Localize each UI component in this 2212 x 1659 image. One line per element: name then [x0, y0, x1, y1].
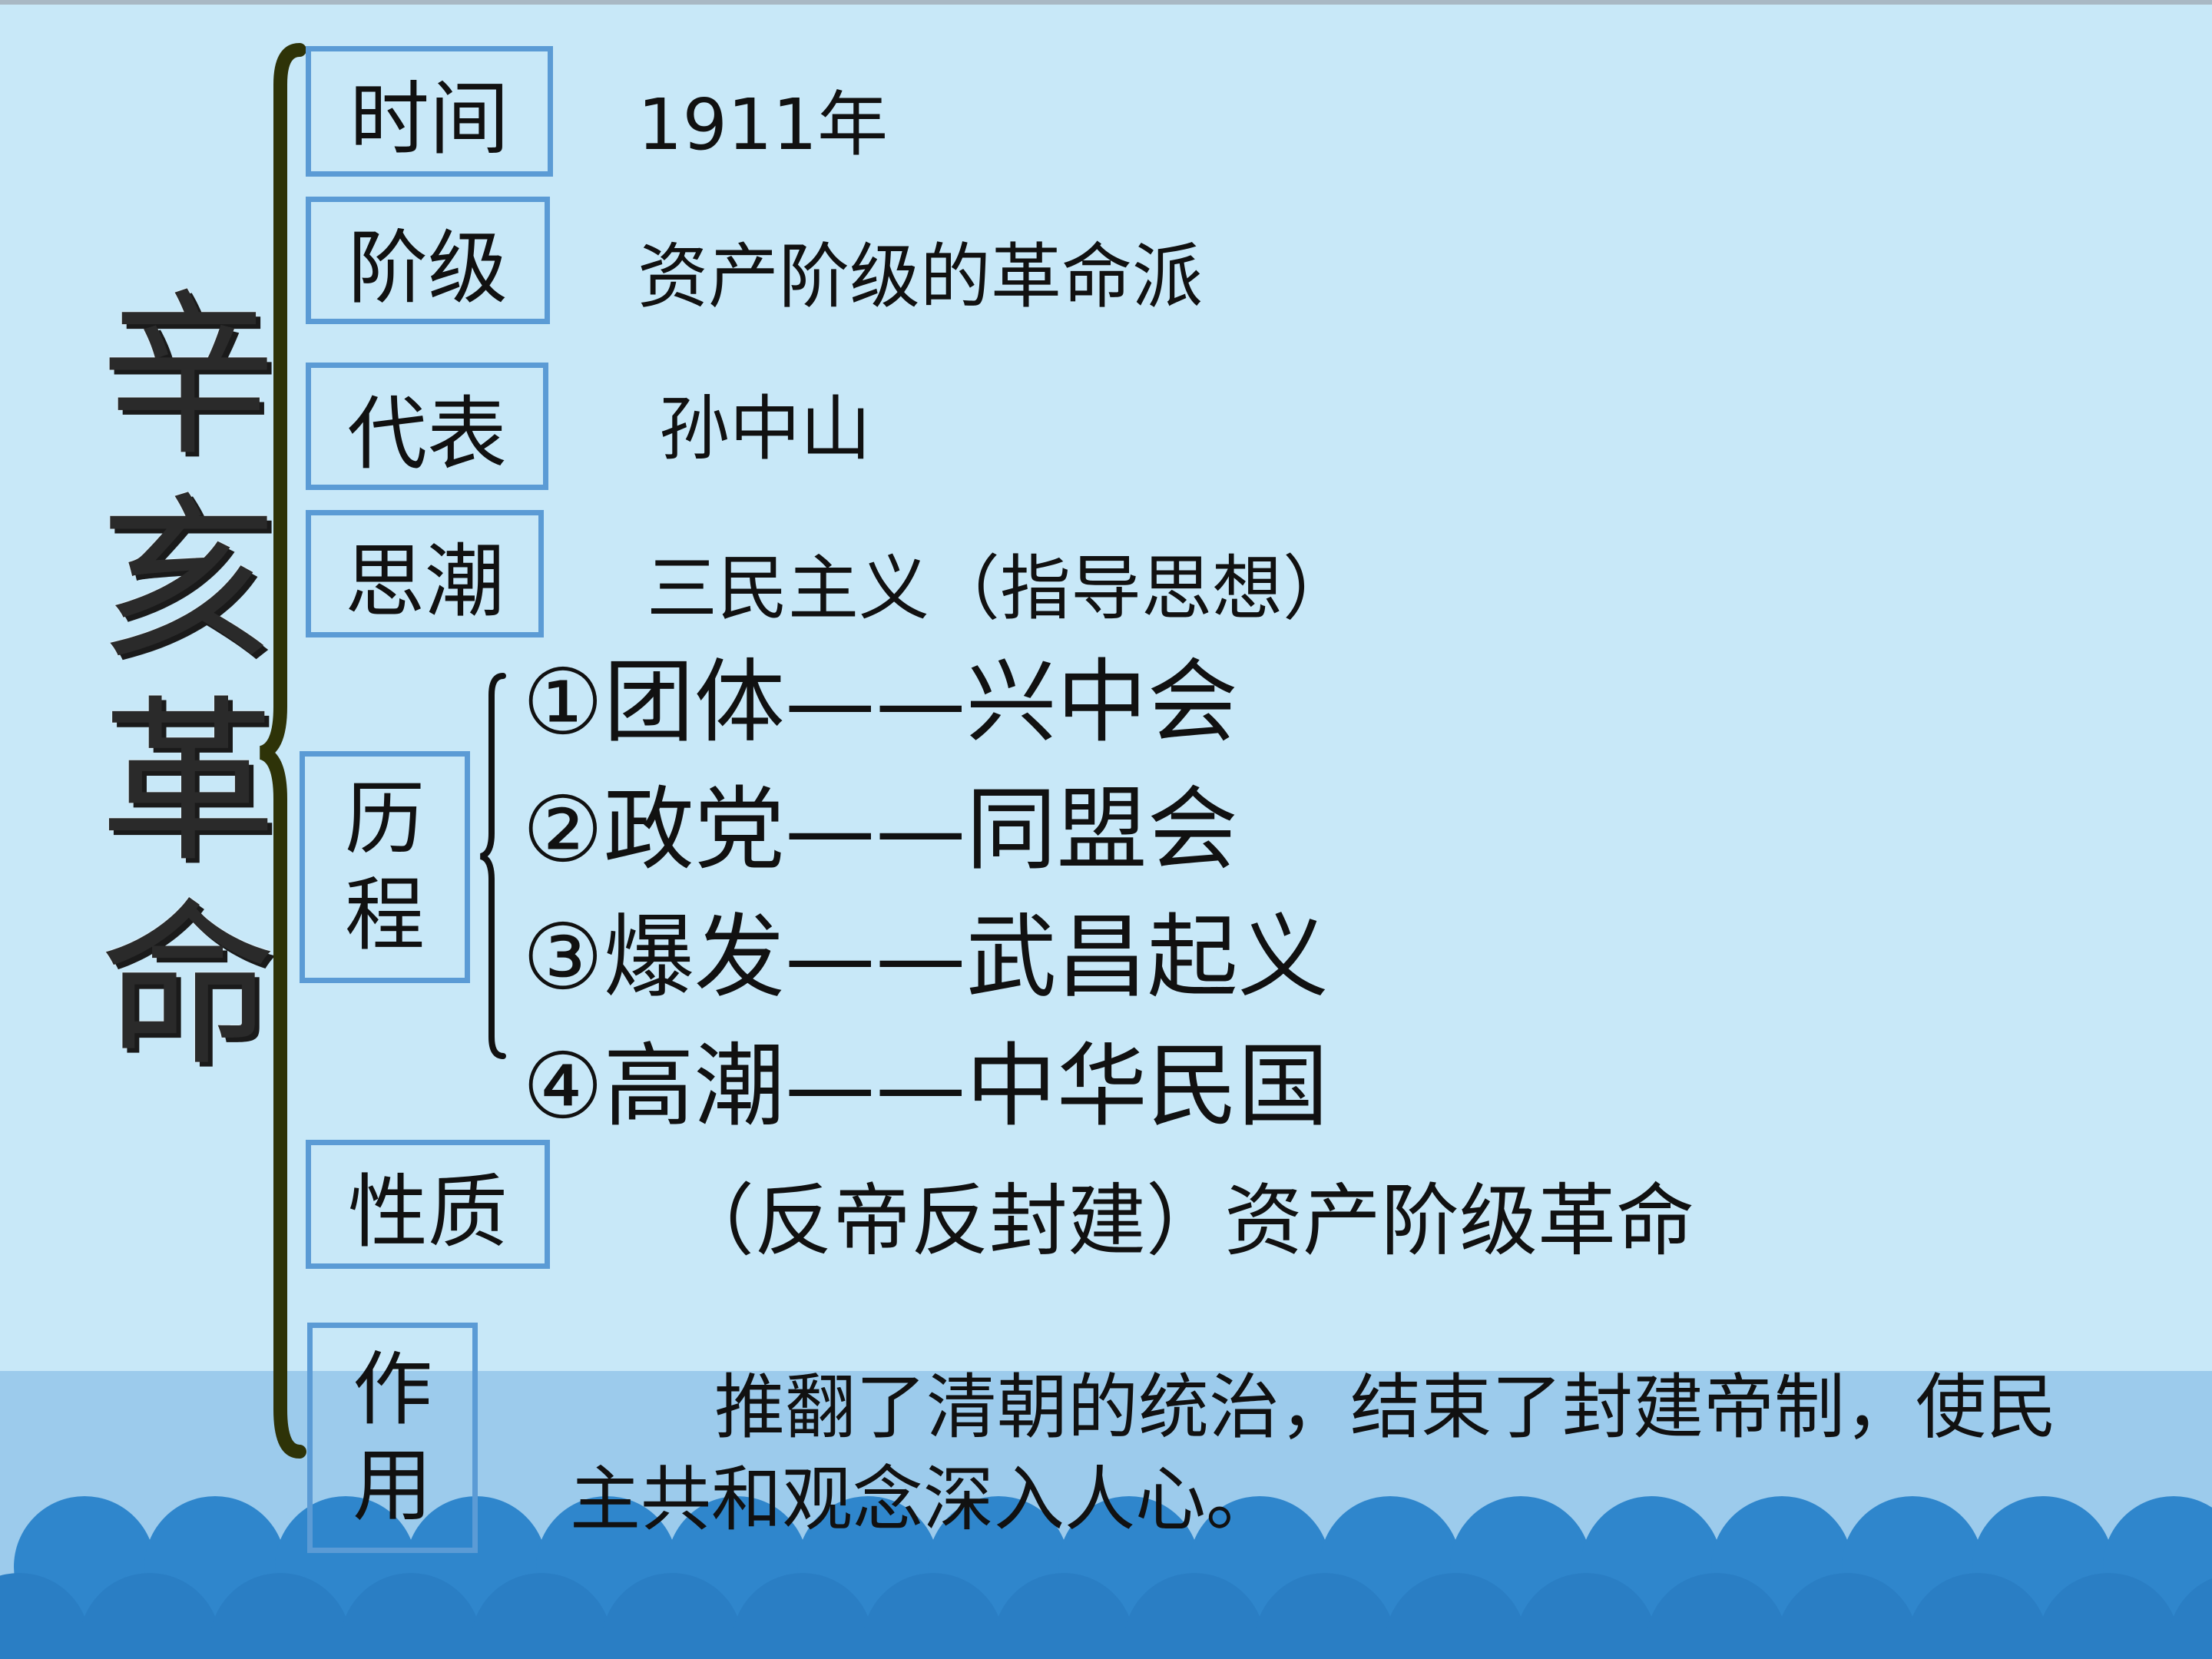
title-char: 亥	[100, 478, 277, 684]
label-nature: 性质	[306, 1140, 550, 1269]
label-class: 阶级	[306, 197, 550, 324]
label-thought: 思潮	[306, 510, 544, 637]
label-process: 历 程	[300, 751, 470, 983]
process-item: ④高潮——中华民国	[522, 1033, 1329, 1139]
value-thought: 三民主义（指导思想）	[647, 548, 1354, 630]
top-border	[0, 0, 2212, 5]
label-effect: 作 用	[307, 1323, 478, 1553]
value-nature: （反帝反封建）资产阶级革命	[676, 1176, 1694, 1267]
value-effect-line1: 推翻了清朝的统治，结束了封建帝制，使民	[714, 1366, 2058, 1449]
label-representative: 代表	[306, 363, 548, 490]
wave-base	[0, 1628, 2212, 1659]
value-time: 1911年	[637, 84, 889, 166]
label-time: 时间	[306, 46, 553, 177]
title-char: 辛	[100, 275, 277, 480]
title-char: 命	[100, 884, 277, 1090]
main-title: 辛 亥 革 命	[100, 275, 277, 1090]
process-item: ①团体——兴中会	[522, 649, 1238, 755]
value-representative: 孙中山	[659, 388, 872, 470]
title-char: 革	[100, 681, 277, 886]
value-effect-line2: 主共和观念深入人心。	[570, 1459, 1277, 1541]
process-item: ②政党——同盟会	[522, 777, 1238, 882]
value-class: 资产阶级的革命派	[637, 236, 1204, 318]
process-item: ③爆发——武昌起义	[522, 904, 1329, 1010]
